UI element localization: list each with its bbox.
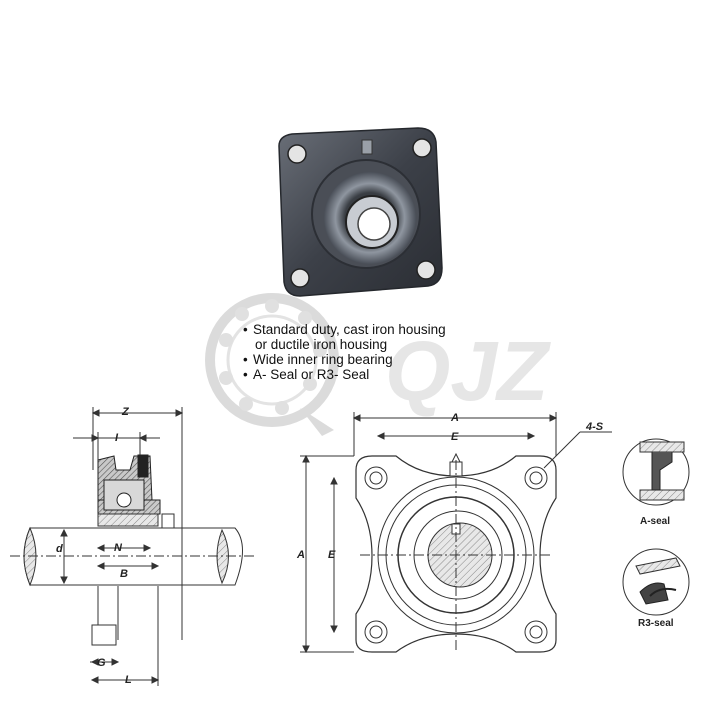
feature-list: •Standard duty, cast iron housing or duc… bbox=[243, 322, 503, 382]
hole-callout-4s: 4-S bbox=[585, 421, 604, 433]
watermark-text: QJZ bbox=[385, 324, 551, 418]
dim-label-a-top: A bbox=[450, 412, 459, 424]
r3-seal-label: R3-seal bbox=[638, 618, 674, 629]
front-view-labels: A E A E 4-S bbox=[296, 412, 604, 561]
dim-label-a-left: A bbox=[296, 549, 305, 561]
feature-item: •A- Seal or R3- Seal bbox=[243, 367, 370, 382]
dim-label-e-left: E bbox=[328, 549, 336, 561]
dim-label-i: I bbox=[115, 432, 119, 444]
side-view-labels: Z I d N B G L bbox=[56, 406, 132, 686]
a-seal-label: A-seal bbox=[640, 516, 670, 527]
front-view-drawing bbox=[300, 412, 612, 654]
watermark-logo: QJZ bbox=[205, 293, 551, 436]
dim-label-z: Z bbox=[121, 406, 130, 418]
r3-seal-detail: R3-seal bbox=[622, 548, 690, 629]
dim-label-b: B bbox=[120, 568, 128, 580]
dim-label-l: L bbox=[125, 674, 132, 686]
dim-label-n: N bbox=[114, 542, 123, 554]
feature-item: •Standard duty, cast iron housing bbox=[243, 322, 446, 337]
product-photo bbox=[278, 127, 443, 297]
feature-item: •Wide inner ring bearing bbox=[243, 352, 393, 367]
dim-label-g: G bbox=[97, 657, 106, 669]
dim-label-d: d bbox=[56, 543, 63, 555]
side-view-drawing bbox=[10, 407, 255, 686]
dim-label-e-top: E bbox=[451, 431, 459, 443]
feature-item-continuation: or ductile iron housing bbox=[255, 337, 388, 352]
a-seal-detail: A-seal bbox=[622, 438, 690, 527]
